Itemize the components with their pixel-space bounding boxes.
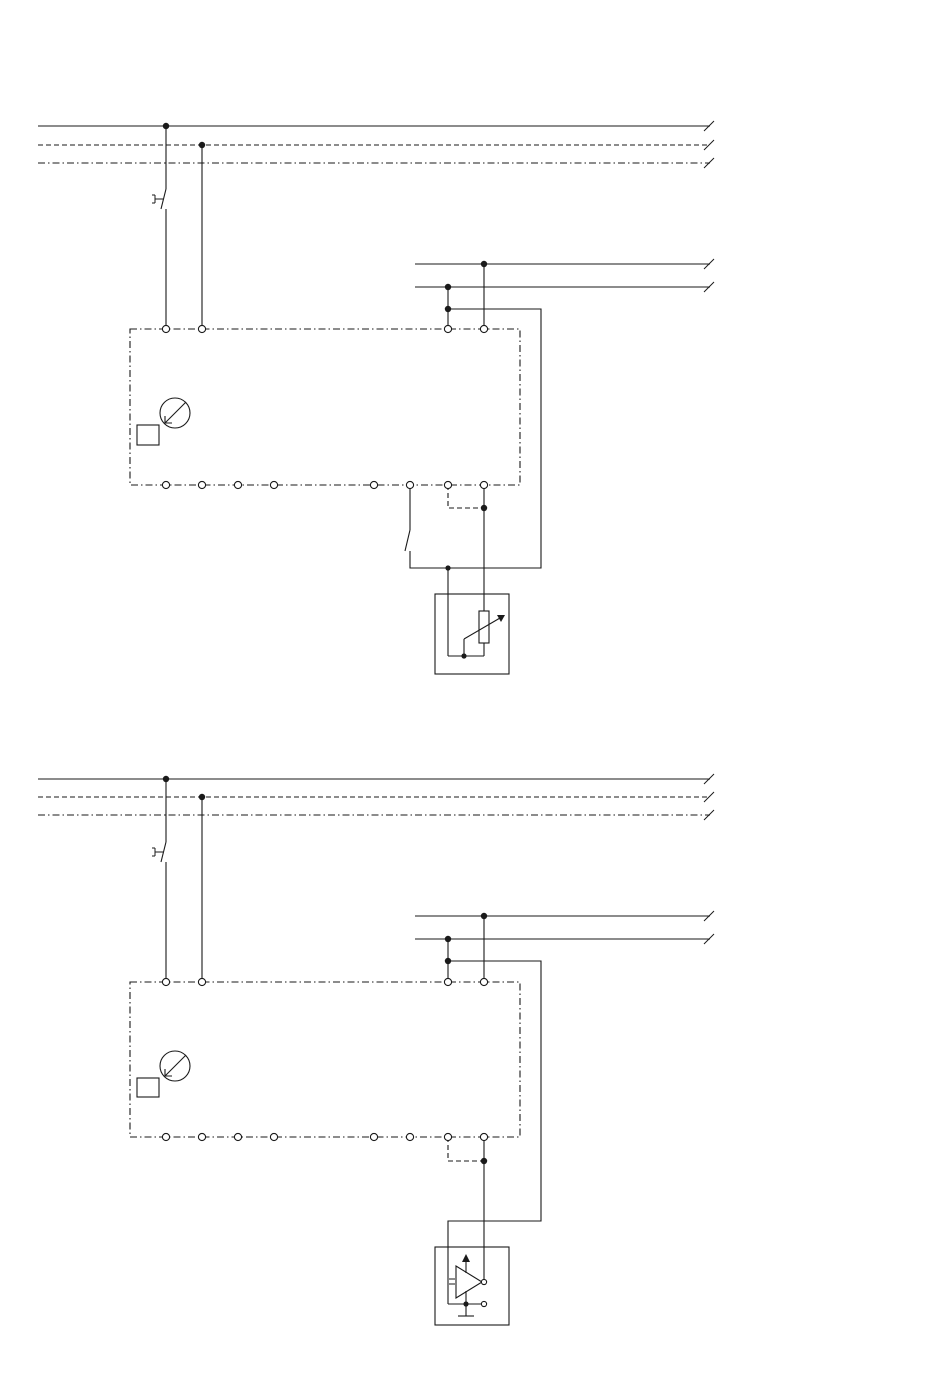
field-device-potentiometer: [435, 594, 509, 674]
terminal: [198, 978, 205, 985]
terminal: [480, 1133, 487, 1140]
device-housing: [435, 1247, 509, 1325]
gauge-icon: [160, 398, 190, 428]
potentiometer-icon: [448, 611, 505, 659]
terminal: [234, 481, 241, 488]
terminal: [444, 978, 451, 985]
terminal: [406, 1133, 413, 1140]
controller-unit: [130, 329, 520, 485]
signal-bus: [415, 259, 714, 568]
terminal: [444, 481, 451, 488]
panel-top: [38, 121, 714, 674]
supply-bus: [38, 121, 714, 168]
terminal: [234, 1133, 241, 1140]
terminal: [162, 325, 169, 332]
ground-icon: [458, 1304, 474, 1316]
terminal: [162, 481, 169, 488]
terminal: [480, 978, 487, 985]
junction-dot: [461, 653, 466, 658]
terminal: [370, 1133, 377, 1140]
terminal: [481, 1301, 486, 1306]
terminal: [198, 325, 205, 332]
terminal: [480, 325, 487, 332]
terminal: [444, 325, 451, 332]
terminal: [370, 481, 377, 488]
display-window: [137, 425, 159, 445]
feed-wires: [152, 779, 202, 982]
terminal: [270, 481, 277, 488]
output-wiring: [405, 485, 487, 656]
pushbutton-switch-icon: [152, 848, 163, 856]
terminal: [162, 978, 169, 985]
controller-unit: [130, 982, 520, 1137]
pushbutton-switch-icon: [152, 195, 163, 203]
terminal: [270, 1133, 277, 1140]
terminal: [162, 1133, 169, 1140]
terminal: [480, 481, 487, 488]
gauge-icon: [160, 1051, 190, 1081]
signal-bus: [415, 911, 714, 1296]
terminal: [198, 1133, 205, 1140]
field-device-amplifier: [435, 1247, 509, 1325]
supply-bus: [38, 774, 714, 820]
amplifier-icon: [448, 1254, 487, 1307]
terminal: [198, 481, 205, 488]
terminal: [406, 481, 413, 488]
terminal: [444, 1133, 451, 1140]
display-window: [137, 1078, 159, 1097]
switch-blade: [405, 530, 410, 551]
terminal: [481, 1279, 486, 1284]
feed-wires: [152, 126, 202, 329]
panel-bottom: [38, 774, 714, 1325]
